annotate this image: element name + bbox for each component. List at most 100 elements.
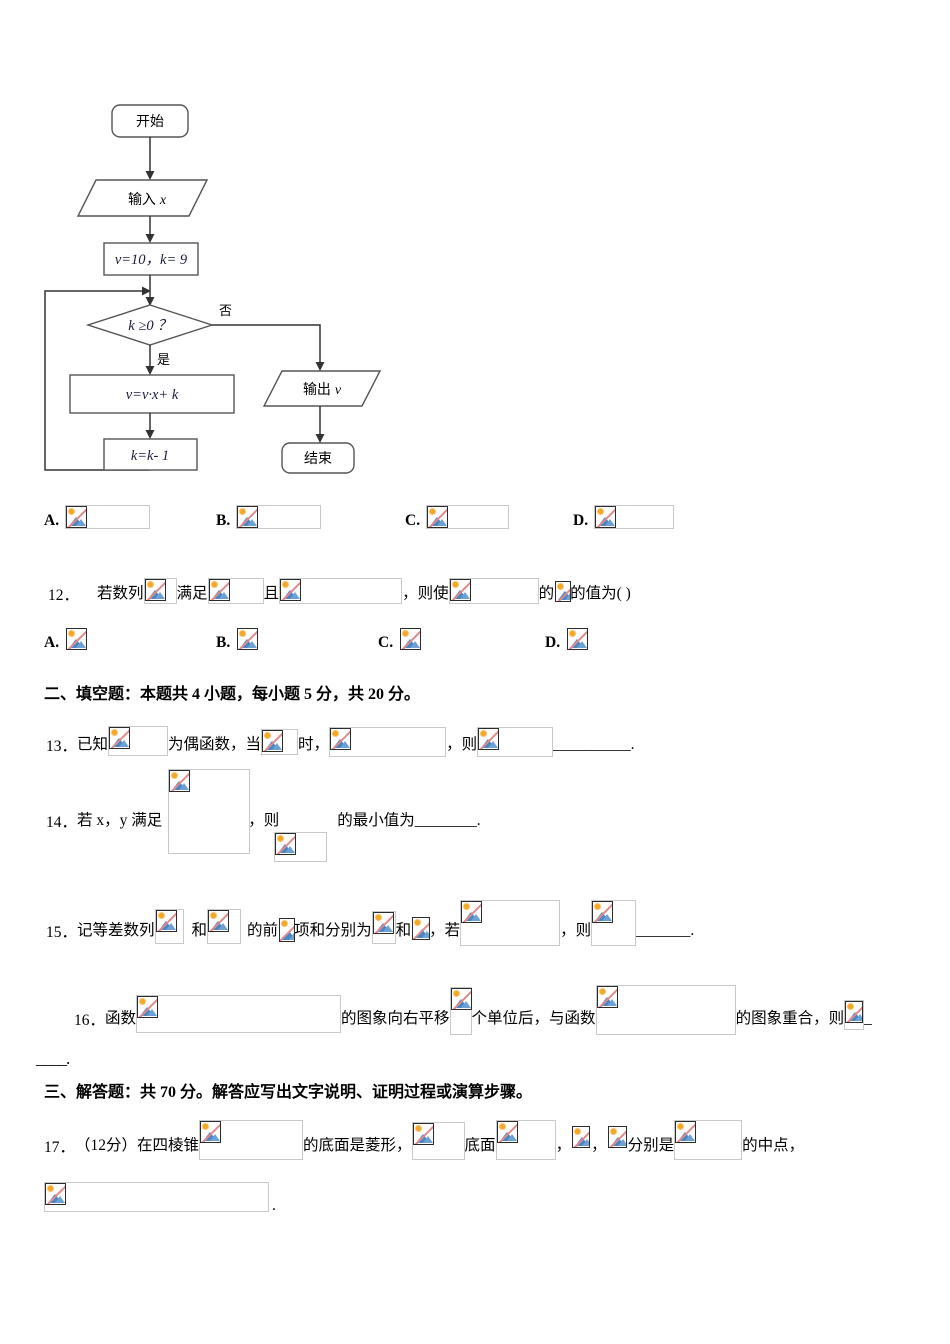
broken-image-box[interactable] xyxy=(594,505,675,529)
q16-text-4: 的图象重合，则 xyxy=(735,1010,845,1028)
option-d-q11[interactable]: D. xyxy=(573,505,675,536)
option-letter: A. xyxy=(44,511,60,529)
q12-text-1: 若数列 xyxy=(97,585,144,603)
broken-image-box[interactable] xyxy=(143,578,177,604)
option-b-q11[interactable]: B. xyxy=(216,505,322,536)
q17-text-2: 的底面是菱形， xyxy=(303,1137,412,1155)
flowchart-init-label: v=10，k= 9 xyxy=(115,252,188,268)
broken-image-box[interactable] xyxy=(411,916,431,944)
option-c-q12[interactable]: C. xyxy=(378,627,422,658)
q14-blank: 的最小值为________. xyxy=(337,812,481,830)
broken-image-icon xyxy=(208,909,230,932)
broken-image-box[interactable] xyxy=(278,917,296,949)
option-c-q11[interactable]: C. xyxy=(405,505,510,536)
option-a-q11[interactable]: A. xyxy=(44,505,151,536)
broken-image-box[interactable] xyxy=(449,987,472,1035)
broken-image-box[interactable] xyxy=(236,627,259,651)
broken-image-box[interactable] xyxy=(371,910,396,944)
flowchart-condition-label: k ≥0 ？ xyxy=(128,318,171,334)
option-letter: B. xyxy=(216,633,231,651)
broken-image-box[interactable] xyxy=(399,627,422,651)
q15-text-7: ，则 xyxy=(560,922,592,940)
option-a-q12[interactable]: A. xyxy=(44,627,88,658)
question-number: 14． xyxy=(46,814,78,831)
broken-image-box[interactable] xyxy=(199,1120,304,1160)
broken-image-box[interactable] xyxy=(606,1125,628,1159)
q12-text-5: 的 xyxy=(538,585,555,603)
q12-text-4: ，则使 xyxy=(402,585,449,603)
arrowhead xyxy=(145,234,155,243)
question-number: 16． xyxy=(74,1012,106,1029)
broken-image-icon xyxy=(169,770,190,792)
flowchart-input-label: 输入 x xyxy=(128,191,167,208)
broken-image-box[interactable] xyxy=(674,1120,743,1160)
broken-image-box[interactable] xyxy=(279,578,403,604)
arrowhead xyxy=(315,362,325,371)
broken-image-box[interactable] xyxy=(207,908,242,944)
q14-text-1: 若 x，y 满足 xyxy=(77,812,163,830)
broken-image-icon xyxy=(675,1121,697,1143)
broken-image-box[interactable] xyxy=(495,1120,556,1160)
broken-image-box[interactable] xyxy=(168,769,250,854)
option-b-q12[interactable]: B. xyxy=(216,627,259,658)
arrowhead xyxy=(145,297,155,306)
broken-image-box[interactable] xyxy=(554,579,572,604)
broken-image-box[interactable] xyxy=(154,908,184,944)
flowchart-output-label: 输出 v xyxy=(303,381,342,398)
broken-image-icon xyxy=(275,833,296,855)
broken-image-icon xyxy=(400,628,422,650)
broken-image-icon xyxy=(596,986,618,1008)
broken-image-box[interactable] xyxy=(844,1000,865,1030)
broken-image-box[interactable] xyxy=(477,726,554,757)
broken-image-icon xyxy=(607,1126,627,1148)
broken-image-box[interactable] xyxy=(595,985,736,1035)
broken-image-icon xyxy=(66,506,88,528)
broken-image-box[interactable] xyxy=(411,1121,465,1160)
broken-image-box[interactable] xyxy=(65,505,151,529)
q13-text-1: 已知 xyxy=(77,736,109,754)
question-number: 17． xyxy=(44,1139,76,1156)
option-letter: B. xyxy=(216,511,231,529)
broken-image-box[interactable] xyxy=(108,726,169,756)
broken-image-icon xyxy=(144,579,166,601)
q16-continuation-blank: ____. xyxy=(36,1049,70,1068)
broken-image-box[interactable] xyxy=(460,900,561,946)
q15-text-2: 和 xyxy=(191,922,208,940)
q17-trailing-period: . xyxy=(272,1197,276,1214)
broken-image-box[interactable] xyxy=(274,832,327,862)
broken-image-box[interactable] xyxy=(566,627,589,651)
flowchart-node-process-k xyxy=(103,438,198,471)
question-17: 17． （12分）在四棱锥 的底面是菱形， 底面 ， ， xyxy=(44,1120,804,1172)
broken-image-icon xyxy=(567,628,589,650)
broken-image-icon xyxy=(200,1121,222,1143)
q15-text-6: ，若 xyxy=(429,922,461,940)
arrowhead xyxy=(145,430,155,439)
question-number: 12． xyxy=(48,587,80,604)
flowchart-node-end xyxy=(281,442,355,474)
broken-image-icon xyxy=(496,1121,518,1143)
question-14: 14． 若 x，y 满足 ，则 的最小值为________. xyxy=(46,810,481,832)
broken-image-box[interactable] xyxy=(136,995,342,1033)
edge-no-branch xyxy=(212,324,321,362)
broken-image-box[interactable] xyxy=(65,627,88,651)
q17-text-4: ， xyxy=(555,1137,572,1155)
broken-image-box[interactable] xyxy=(329,726,447,757)
broken-image-box[interactable] xyxy=(207,578,264,604)
broken-image-box[interactable] xyxy=(571,1125,592,1159)
broken-image-box[interactable] xyxy=(261,729,299,755)
broken-image-box[interactable] xyxy=(426,505,510,529)
q13-text-2: 为偶函数，当 xyxy=(168,736,262,754)
broken-image-icon xyxy=(555,580,572,602)
option-d-q12[interactable]: D. xyxy=(545,627,589,658)
broken-image-box[interactable] xyxy=(448,578,539,604)
broken-image-box[interactable] xyxy=(591,900,637,946)
broken-image-box[interactable] xyxy=(236,505,322,529)
broken-image-icon xyxy=(412,917,431,940)
broken-image-icon xyxy=(427,506,449,528)
q12-text-2: 满足 xyxy=(176,585,208,603)
broken-image-box[interactable] xyxy=(44,1182,269,1212)
q15-text-1: 记等差数列 xyxy=(77,922,155,940)
q16-text-1: 函数 xyxy=(105,1010,137,1028)
q12-text-3: 且 xyxy=(263,585,280,603)
